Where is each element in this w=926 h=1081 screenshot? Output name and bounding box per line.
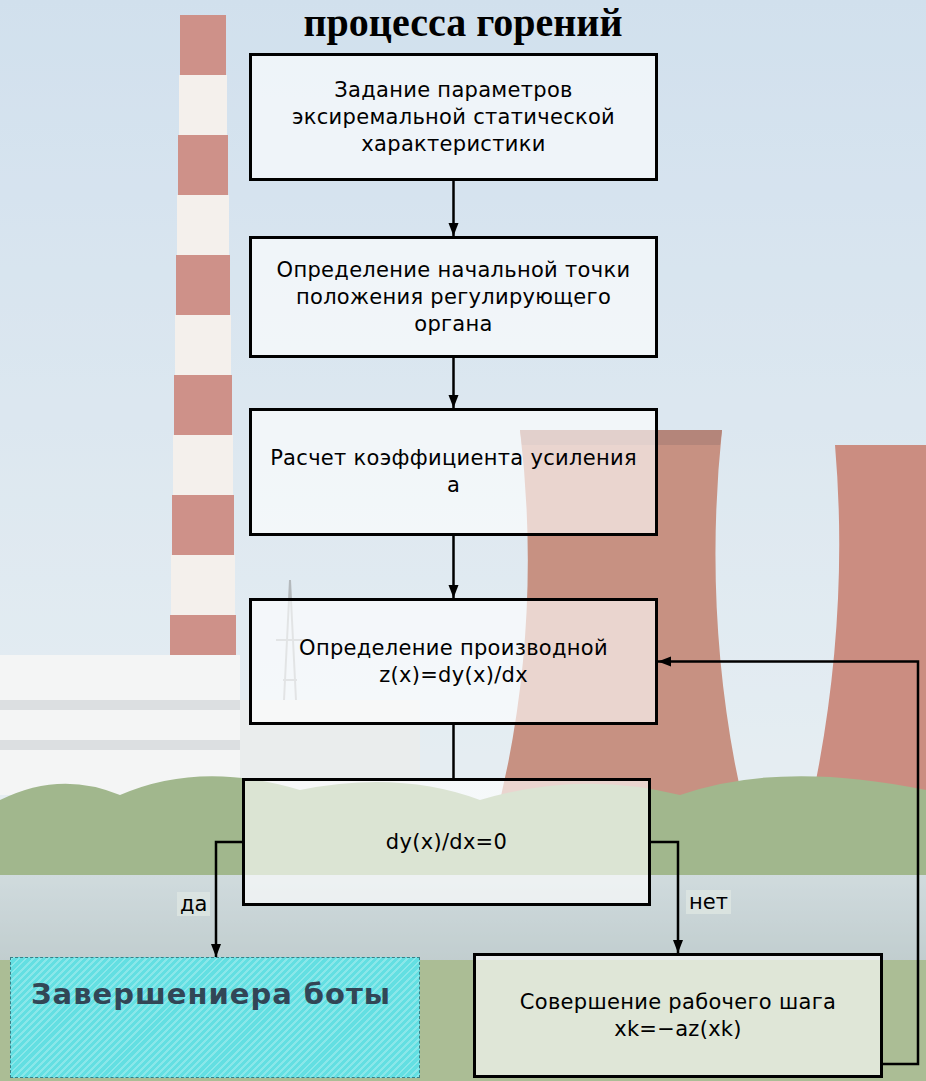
branch-label: да [177, 892, 210, 916]
flow-arrow [452, 181, 455, 236]
flow-arrow [452, 536, 455, 598]
box-text: Совершение рабочего шага xk=−az(xk) [486, 989, 870, 1043]
slide-title: процесса горений [0, 0, 926, 46]
flow-arrow [651, 842, 678, 953]
box-text: Определение начальной точки положения ре… [262, 257, 645, 338]
decision-box: dy(x)/dx=0 [242, 778, 651, 906]
branch-label: нет [686, 890, 731, 914]
box-text: Задание параметров эксиремальной статиче… [262, 77, 645, 158]
process-box: Определение начальной точки положения ре… [249, 236, 658, 358]
process-box: Расчет коэффициента усиления а [249, 408, 658, 536]
flow-arrow [452, 725, 455, 778]
box-text: dy(x)/dx=0 [386, 829, 507, 856]
process-box: Определение производной z(x)=dy(x)/dx [249, 598, 658, 725]
end-box: Завершениера боты [10, 957, 420, 1078]
box-text: Завершениера боты [31, 976, 391, 1012]
box-text: Определение производной z(x)=dy(x)/dx [262, 635, 645, 689]
flow-arrow [216, 842, 242, 957]
process-box: Совершение рабочего шага xk=−az(xk) [473, 953, 883, 1078]
box-text: Расчет коэффициента усиления а [262, 445, 645, 499]
flow-arrow [452, 358, 455, 408]
process-box: Задание параметров эксиремальной статиче… [249, 53, 658, 181]
